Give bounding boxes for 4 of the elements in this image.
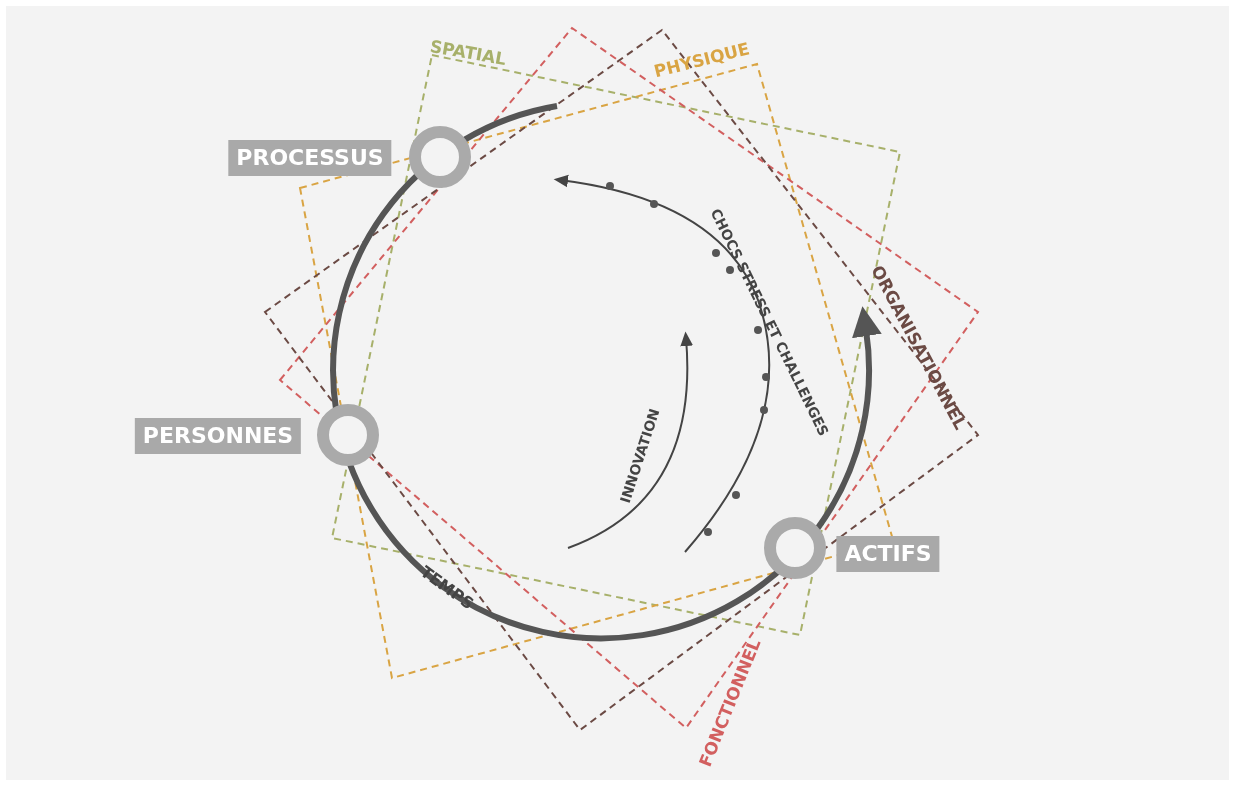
tag-label: PROCESSUS [228, 140, 392, 176]
tag-label: PERSONNES [134, 418, 302, 454]
tag-label: ACTIFS [836, 536, 940, 572]
dimension-label: SPATIAL [428, 36, 508, 70]
